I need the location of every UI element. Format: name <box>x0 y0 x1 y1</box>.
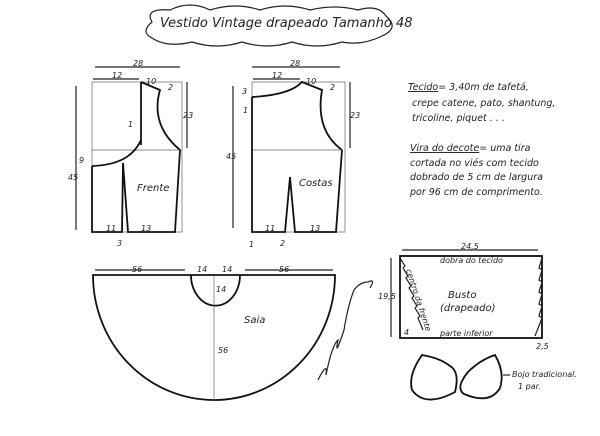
skirt-right-label: 56 <box>279 265 289 274</box>
skirt: 56 14 14 56 14 56 Saia <box>92 265 336 401</box>
front-right-label: 13 <box>141 224 151 233</box>
facing-title: Vira do decote <box>410 143 479 154</box>
facing-line: dobrado de 5 cm de largura <box>410 172 543 183</box>
bust-left-label: 4 <box>404 328 409 337</box>
fabric-note: Tecido= 3,40m de tafetá, <box>408 82 529 93</box>
bust-bottom-label: parte inferior <box>439 329 493 338</box>
back-shoulder-label: 10 <box>306 77 316 86</box>
front-length-label: 45 <box>68 173 78 182</box>
fabric-notes: Tecido= 3,40m de tafetá, crepe catene, p… <box>408 82 555 198</box>
cups-label: Bojo tradicional. <box>512 370 577 379</box>
fabric-line: tricoline, piquet . . . <box>412 113 505 124</box>
cup-right <box>459 353 503 400</box>
back-drop-label: 2 <box>330 83 335 92</box>
skirt-waist-left-label: 14 <box>197 265 207 274</box>
cup-left <box>410 354 458 401</box>
back-length-label: 45 <box>226 152 236 161</box>
bust-sublabel: (drapeado) <box>440 303 495 314</box>
back-neckdrop-label: 3 <box>242 87 247 96</box>
front-armhole-label: 23 <box>183 111 193 120</box>
skirt-waist-right-label: 14 <box>222 265 232 274</box>
front-width-label: 28 <box>133 59 143 68</box>
bust-label: Busto <box>448 290 476 301</box>
back-width-label: 28 <box>290 59 300 68</box>
facing-line: cortada no viés com tecido <box>410 158 539 169</box>
signature <box>317 280 374 381</box>
front-neck-label: 12 <box>112 71 122 80</box>
bust-fold-label: dobra do tecido <box>440 256 503 265</box>
fabric-line: crepe catene, pato, shantung, <box>412 98 555 109</box>
back-mark-label: 1 <box>243 106 248 115</box>
facing-line: por 96 cm de comprimento. <box>409 187 543 198</box>
back-label: Costas <box>299 178 333 189</box>
back-left-label: 11 <box>265 224 275 233</box>
front-shoulder-label: 10 <box>146 77 156 86</box>
back-right-label: 13 <box>310 224 320 233</box>
back-dart-label: 2 <box>280 239 285 248</box>
bust-center-label: centro da frente <box>404 268 433 333</box>
skirt-left-label: 56 <box>132 265 142 274</box>
fabric-title: Tecido <box>408 82 438 93</box>
cups-quantity: 1 par. <box>518 382 541 391</box>
back-armhole-label: 23 <box>350 111 360 120</box>
bra-cups: Bojo tradicional. 1 par. <box>410 353 577 401</box>
front-dart-label: 3 <box>117 239 122 248</box>
title-banner: Vestido Vintage drapeado Tamanho 48 <box>145 4 413 47</box>
skirt-waist-depth-label: 14 <box>216 285 226 294</box>
skirt-label: Saia <box>244 315 265 326</box>
back-bodice: 28 12 10 2 3 1 23 45 11 13 1 2 Costas <box>226 59 360 249</box>
bust-height-label: 19,5 <box>378 292 396 301</box>
front-left-label: 11 <box>106 224 116 233</box>
front-drape-label: 9 <box>79 156 84 165</box>
skirt-length-label: 56 <box>218 346 228 355</box>
bust-width-label: 24,5 <box>461 242 479 251</box>
facing-note: Vira do decote= uma tira <box>410 143 531 154</box>
bust-piece: 24,5 dobra do tecido centro da frente Bu… <box>378 242 549 351</box>
back-neck-label: 12 <box>272 71 282 80</box>
back-bottom-mark-label: 1 <box>249 240 254 249</box>
front-bodice: 28 12 10 2 23 9 1 45 11 13 3 Frente <box>68 59 193 248</box>
front-drop-label: 2 <box>168 83 173 92</box>
front-label: Frente <box>137 183 169 194</box>
front-mark-label: 1 <box>128 120 133 129</box>
bust-right-label: 2,5 <box>536 342 549 351</box>
title: Vestido Vintage drapeado Tamanho 48 <box>160 16 413 31</box>
